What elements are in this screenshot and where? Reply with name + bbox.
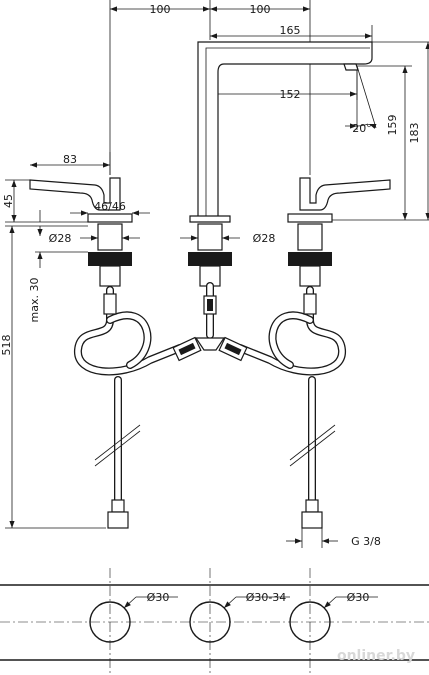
- deck-hole-right-label: Ø30: [347, 591, 370, 604]
- deck-hole-right: [289, 601, 331, 643]
- handle-dimensions: 45 46/46: [2, 179, 150, 223]
- dim-connection-thread: G 3/8: [351, 535, 381, 548]
- left-handle: 83: [29, 152, 133, 223]
- dim-spray-angle: 20°: [352, 122, 372, 135]
- deck-hole-center-label: Ø30-34: [246, 591, 287, 604]
- deck-hole-left-label: Ø30: [147, 591, 170, 604]
- deck-and-hose-dims: max. 30 518: [0, 225, 106, 529]
- dim-handle-height: 45: [2, 194, 15, 208]
- top-spacing-dimensions: 100 100 165 152: [109, 0, 373, 175]
- right-handle: [287, 177, 391, 223]
- thread-dimension: G 3/8: [286, 528, 381, 548]
- spout-body: [189, 41, 373, 223]
- dim-handle-size: 46/46: [94, 200, 126, 213]
- dim-valve-center: Ø28: [253, 232, 276, 245]
- valve-diameter-dims: Ø28 Ø28: [49, 232, 276, 245]
- hose-assembly: [74, 282, 346, 529]
- dim-spout-height: 183: [408, 123, 421, 144]
- dim-hose-length: 518: [0, 335, 13, 356]
- deck-plan: Ø30 Ø30-34 Ø30: [0, 568, 429, 675]
- dim-handle-length: 83: [63, 153, 77, 166]
- dim-outlet-reach: 152: [280, 88, 301, 101]
- deck-hole-left: [89, 601, 131, 643]
- dim-outlet-height: 159: [386, 115, 399, 136]
- dim-max-deck: max. 30: [28, 278, 41, 323]
- dim-spacing-left: 100: [150, 3, 171, 16]
- valve-bodies: [88, 223, 332, 287]
- dim-spacing-right: 100: [250, 3, 271, 16]
- dim-valve-left: Ø28: [49, 232, 72, 245]
- spray-angle: 20°: [345, 65, 377, 135]
- height-dimensions: 183 159: [328, 41, 429, 221]
- dim-spout-reach: 165: [280, 24, 301, 37]
- watermark: onliner.by: [337, 648, 415, 664]
- deck-hole-center: [189, 601, 231, 643]
